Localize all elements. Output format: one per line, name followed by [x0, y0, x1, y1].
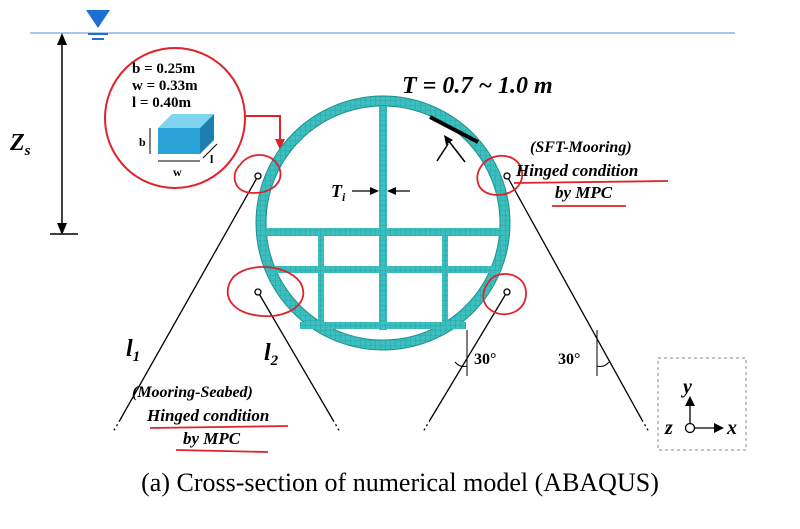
thickness-arrow-lower	[436, 143, 449, 162]
line-l2-label: l2	[264, 340, 279, 369]
callout-leader-line	[246, 115, 281, 142]
block-b-label: b	[139, 135, 146, 149]
line-l1-label: l1	[126, 336, 140, 365]
block-dim-b: b = 0.25m	[132, 61, 196, 77]
block-dim-l: l = 0.40m	[132, 95, 191, 111]
seabed-note-line2: Hinged condition	[146, 406, 269, 425]
inner-thickness-arrow-right-icon	[387, 187, 396, 195]
angle-label-left: 30°	[474, 351, 496, 368]
seabed-note-line3: by MPC	[183, 429, 241, 448]
axis-z-label: z	[664, 417, 673, 439]
angle-arc-left	[454, 361, 468, 367]
depth-arrow-bottom-icon	[57, 223, 67, 235]
sft-note-line2: Hinged condition	[515, 161, 638, 180]
thickness-arrow-upper	[447, 139, 466, 163]
axis-y-arrow-icon	[685, 396, 695, 406]
water-level-marker-icon	[86, 10, 110, 28]
block-l-label: l	[210, 152, 214, 166]
block-dim-w: w = 0.33m	[132, 78, 198, 94]
axis-z-origin	[684, 422, 696, 434]
block-w-label: w	[173, 165, 182, 179]
axis-x-label: x	[726, 417, 737, 439]
inner-thickness-arrow-left-icon	[370, 187, 379, 195]
block-element-icon	[158, 114, 214, 154]
sft-note-line1: (SFT-Mooring)	[530, 139, 632, 156]
axis-y-label: y	[681, 376, 692, 398]
axes-legend-box	[657, 357, 747, 451]
mooring-line-extensions	[112, 419, 650, 433]
tunnel-cross-section	[255, 95, 511, 351]
callout-leader-arrow-icon	[275, 139, 285, 150]
hinge-highlight-marks	[226, 154, 527, 317]
seabed-note-underline-1	[149, 425, 289, 429]
angle-arc-right	[596, 361, 610, 367]
figure-caption: (a) Cross-section of numerical model (AB…	[141, 468, 659, 497]
seabed-note-line1: (Mooring-Seabed)	[132, 384, 253, 401]
sft-note-underline-1	[513, 180, 669, 184]
block-callout-circle	[104, 47, 246, 189]
axis-x-arrow-icon	[714, 423, 724, 433]
angle-label-right: 30°	[558, 351, 580, 368]
sft-note-line3: by MPC	[555, 183, 613, 202]
mooring-lines	[119, 175, 643, 421]
thickness-indicator-bar	[429, 115, 479, 144]
block-l-dim-line	[202, 143, 218, 159]
seabed-note-underline-2	[175, 449, 269, 453]
thickness-arrow-upper-icon	[444, 135, 453, 145]
inner-thickness-label: Ti	[331, 181, 346, 204]
depth-arrow-top-icon	[57, 33, 67, 45]
depth-label: Zs	[9, 130, 31, 159]
hinge-points	[254, 172, 511, 296]
thickness-label: T = 0.7 ~ 1.0 m	[402, 73, 553, 99]
